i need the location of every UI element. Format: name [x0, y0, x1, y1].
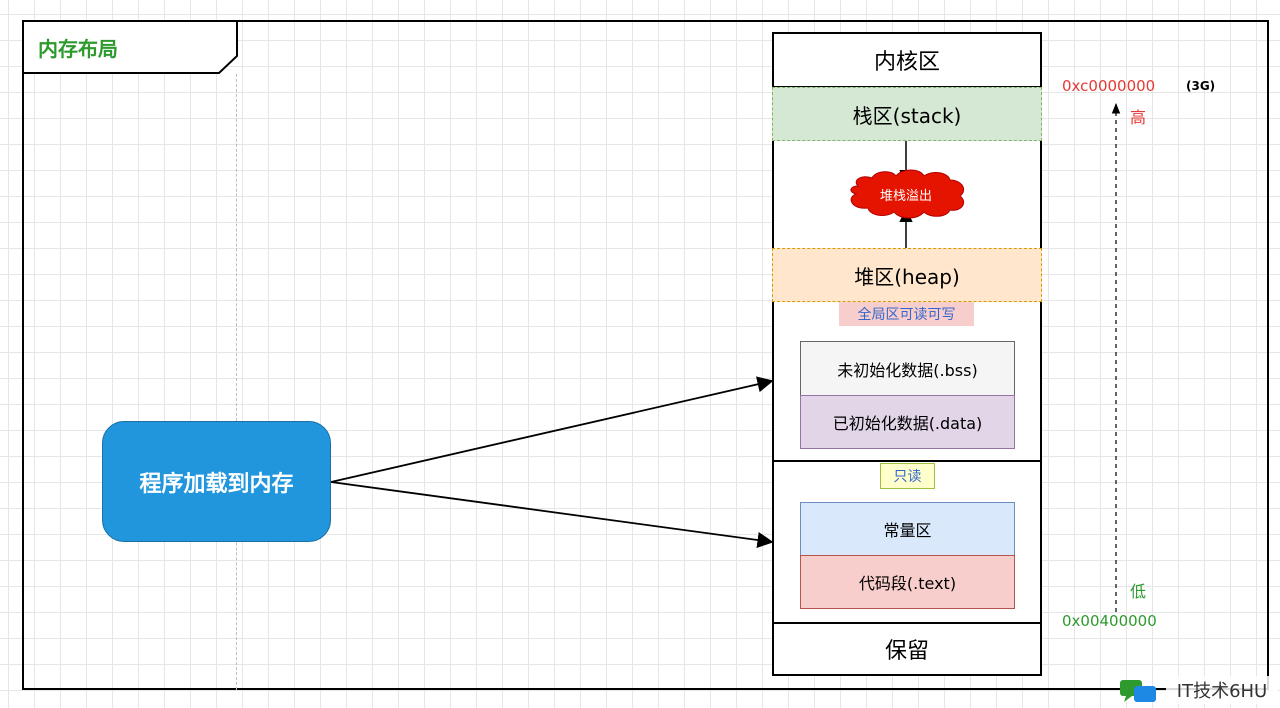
low-label: 低 — [1130, 582, 1147, 601]
divider-line — [236, 74, 237, 690]
low-address: 0x00400000 — [1062, 612, 1157, 630]
program-loader-box: 程序加载到内存 — [102, 421, 331, 542]
title-tab — [22, 20, 238, 74]
high-address: 0xc0000000 — [1062, 77, 1156, 95]
kernel-region: 内核区 — [772, 32, 1042, 88]
chat-logo-icon — [1120, 680, 1156, 702]
text-region: 代码段(.text) — [800, 555, 1015, 609]
diagram-title: 内存布局 — [38, 36, 118, 61]
high-address-note: (3G) — [1186, 79, 1216, 93]
reserved-region: 保留 — [772, 622, 1042, 676]
readonly-separator — [772, 460, 1042, 462]
readonly-label: 只读 — [880, 463, 935, 489]
high-label: 高 — [1130, 108, 1147, 127]
stack-region: 栈区(stack) — [772, 87, 1042, 141]
const-region: 常量区 — [800, 502, 1015, 556]
global-rw-label: 全局区可读可写 — [839, 302, 974, 326]
watermark-text: IT技术6HU — [1166, 676, 1278, 704]
bss-region: 未初始化数据(.bss) — [800, 341, 1015, 396]
diagram-frame — [22, 20, 1269, 690]
data-region: 已初始化数据(.data) — [800, 395, 1015, 449]
heap-region: 堆区(heap) — [772, 248, 1042, 302]
